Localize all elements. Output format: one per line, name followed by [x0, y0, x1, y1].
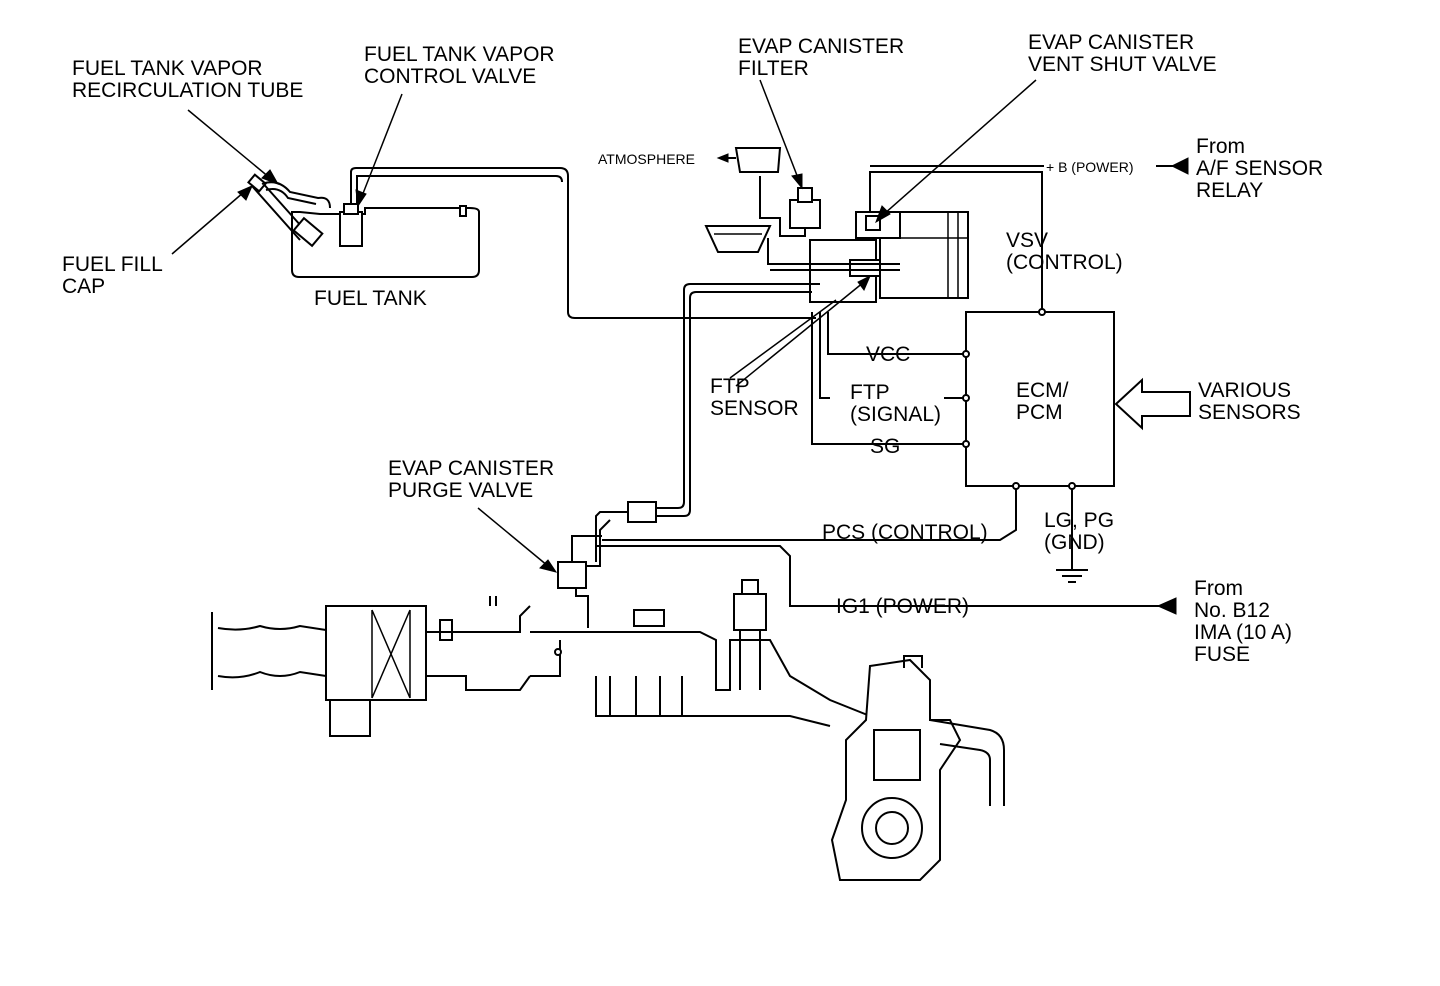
ig1-power-valve [733, 579, 767, 690]
label-fuel-tank: FUEL TANK [314, 287, 427, 310]
evap-canister [879, 211, 969, 299]
label-canister-filter: EVAP CANISTER FILTER [738, 35, 905, 80]
label-power-b: + B (POWER) [1046, 159, 1134, 175]
air-intake-duct [211, 596, 531, 737]
label-ecm-pcm: ECM/ PCM [1016, 379, 1069, 424]
purge-valve [557, 501, 1177, 628]
label-various-sensors: VARIOUS SENSORS [1198, 379, 1301, 424]
vapor-recirculation-tube [261, 181, 331, 209]
fuel-tank [291, 205, 480, 278]
various-sensors-arrow [1114, 377, 1191, 431]
label-lg-pg-gnd: LG, PG (GND) [1044, 509, 1115, 554]
label-from-af-relay: From A/F SENSOR RELAY [1196, 135, 1324, 202]
canister-filter [759, 176, 821, 237]
label-purge-valve: EVAP CANISTER PURGE VALVE [388, 457, 555, 502]
label-sg: SG [870, 435, 901, 458]
label-vapor-recirculation-tube: FUEL TANK VAPOR RECIRCULATION TUBE [72, 57, 304, 102]
label-fuel-fill-cap: FUEL FILL CAP [62, 253, 163, 298]
purge-line [656, 283, 820, 517]
label-vent-shut-valve: EVAP CANISTER VENT SHUT VALVE [1028, 31, 1217, 76]
label-ftp-signal: FTP (SIGNAL) [850, 381, 942, 426]
throttle-and-manifold [530, 609, 881, 727]
leader-lines [171, 79, 1037, 573]
label-vsv-control: VSV (CONTROL) [1006, 229, 1123, 274]
ftp-sensor-assembly [704, 225, 900, 303]
label-ig1-power: IG1 (POWER) [836, 595, 970, 618]
engine-block [830, 655, 1005, 881]
fuel-filler-neck [247, 173, 324, 248]
label-ftp-sensor: FTP SENSOR [710, 375, 799, 420]
label-pcs-control: PCS (CONTROL) [822, 521, 988, 544]
label-vcc: VCC [866, 343, 911, 366]
atmosphere-vent [716, 147, 782, 173]
label-vapor-control-valve: FUEL TANK VAPOR CONTROL VALVE [364, 43, 555, 88]
label-atmosphere: ATMOSPHERE [598, 151, 695, 167]
vapor-control-valve [339, 167, 816, 319]
ecm-wiring [602, 157, 1189, 583]
label-from-fuse: From No. B12 IMA (10 A) FUSE [1194, 577, 1293, 666]
